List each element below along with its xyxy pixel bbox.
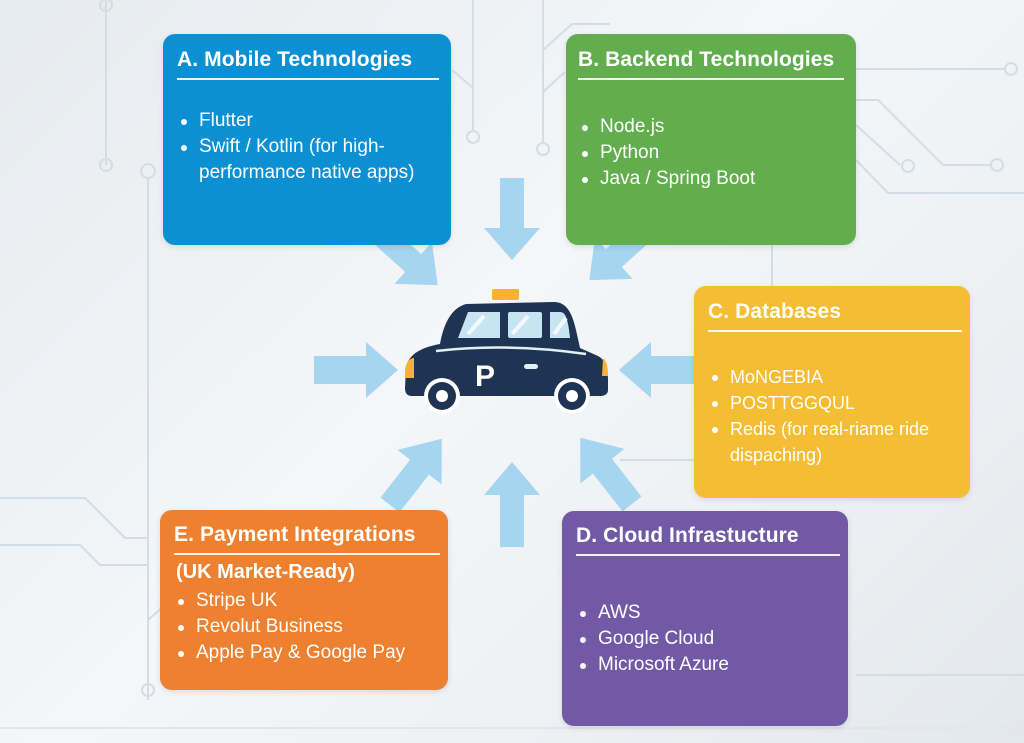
list-item: Java / Spring Boot — [578, 166, 844, 192]
circuit-node — [901, 159, 915, 173]
list-item: Flutter — [177, 108, 439, 134]
card-title: C. Databases — [708, 300, 962, 332]
card-mobile-technologies: A. Mobile Technologies Flutter Swift / K… — [163, 34, 451, 245]
taxi-icon: P — [405, 289, 608, 414]
card-payment-integrations: E. Payment Integrations (UK Market-Ready… — [160, 510, 448, 690]
circuit-node — [536, 142, 550, 156]
arrow-bottom — [484, 462, 540, 547]
card-subtitle: (UK Market-Ready) — [176, 561, 355, 583]
taxi-wheel-rear — [554, 378, 590, 414]
circuit-node — [99, 158, 113, 172]
card-list: AWS Google Cloud Microsoft Azure — [576, 600, 840, 678]
list-item: Redis (for real-riame ride dispaching) — [708, 416, 962, 468]
card-title: A. Mobile Technologies — [177, 48, 439, 80]
arrow-left — [314, 342, 398, 398]
card-title: D. Cloud Infrastucture — [576, 524, 840, 556]
arrow-from-cloud — [580, 437, 642, 512]
card-databases: C. Databases MoNGEBIA POSTTGGQUL Redis (… — [694, 286, 970, 498]
list-item: Swift / Kotlin (for high-performance nat… — [177, 134, 439, 186]
arrow-from-payments — [380, 438, 442, 513]
list-item: Revolut Business — [174, 614, 440, 640]
card-cloud-infrastructure: D. Cloud Infrastucture AWS Google Cloud … — [562, 511, 848, 726]
circuit-node — [466, 130, 480, 144]
card-title: B. Backend Technologies — [578, 48, 844, 80]
list-item: Python — [578, 140, 844, 166]
card-backend-technologies: B. Backend Technologies Node.js Python J… — [566, 34, 856, 245]
circuit-node — [99, 0, 113, 12]
taxi-wheel-front — [424, 378, 460, 414]
card-list: MoNGEBIA POSTTGGQUL Redis (for real-riam… — [708, 364, 962, 468]
card-list: Stripe UK Revolut Business Apple Pay & G… — [174, 588, 440, 666]
list-item: Apple Pay & Google Pay — [174, 640, 440, 666]
taxi-door-handle — [524, 364, 538, 369]
circuit-line — [0, 497, 148, 539]
circuit-line — [451, 69, 474, 89]
circuit-line — [855, 124, 901, 166]
list-item: AWS — [576, 600, 840, 626]
taxi-stripe — [435, 346, 587, 356]
circuit-line — [856, 99, 990, 166]
list-item: MoNGEBIA — [708, 364, 962, 390]
taxi-label: P — [475, 360, 495, 393]
circuit-node — [141, 683, 155, 697]
circuit-line — [855, 159, 1024, 194]
card-list: Node.js Python Java / Spring Boot — [578, 114, 844, 192]
list-item: Google Cloud — [576, 626, 840, 652]
circuit-node — [990, 158, 1004, 172]
list-item: POSTTGGQUL — [708, 390, 962, 416]
taxi-taillight — [602, 358, 608, 376]
taxi-headlight — [405, 358, 414, 378]
circuit-line — [542, 23, 610, 51]
arrow-top — [484, 178, 540, 260]
taxi-roof-sign — [492, 289, 519, 300]
list-item: Stripe UK — [174, 588, 440, 614]
circuit-node — [140, 163, 156, 179]
list-item: Node.js — [578, 114, 844, 140]
card-list: Flutter Swift / Kotlin (for high-perform… — [177, 108, 439, 186]
list-item: Microsoft Azure — [576, 652, 840, 678]
circuit-node — [1004, 62, 1018, 76]
circuit-line — [0, 544, 148, 566]
card-title: E. Payment Integrations — [174, 523, 440, 555]
arrow-from-databases — [619, 342, 703, 398]
circuit-line — [542, 71, 566, 93]
